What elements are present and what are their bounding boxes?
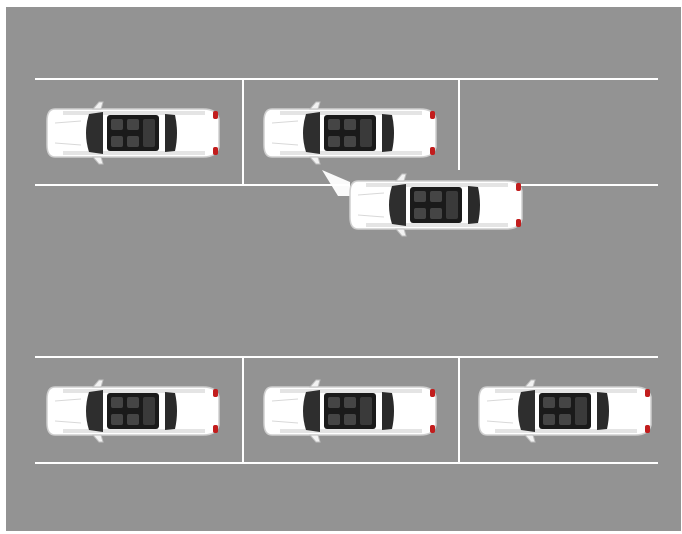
parked-car [479,380,651,442]
maneuvering-car [350,174,522,236]
asphalt-area [6,7,681,531]
parked-car [47,102,219,164]
parked-car [264,102,436,164]
parked-car [264,380,436,442]
parked-car [47,380,219,442]
